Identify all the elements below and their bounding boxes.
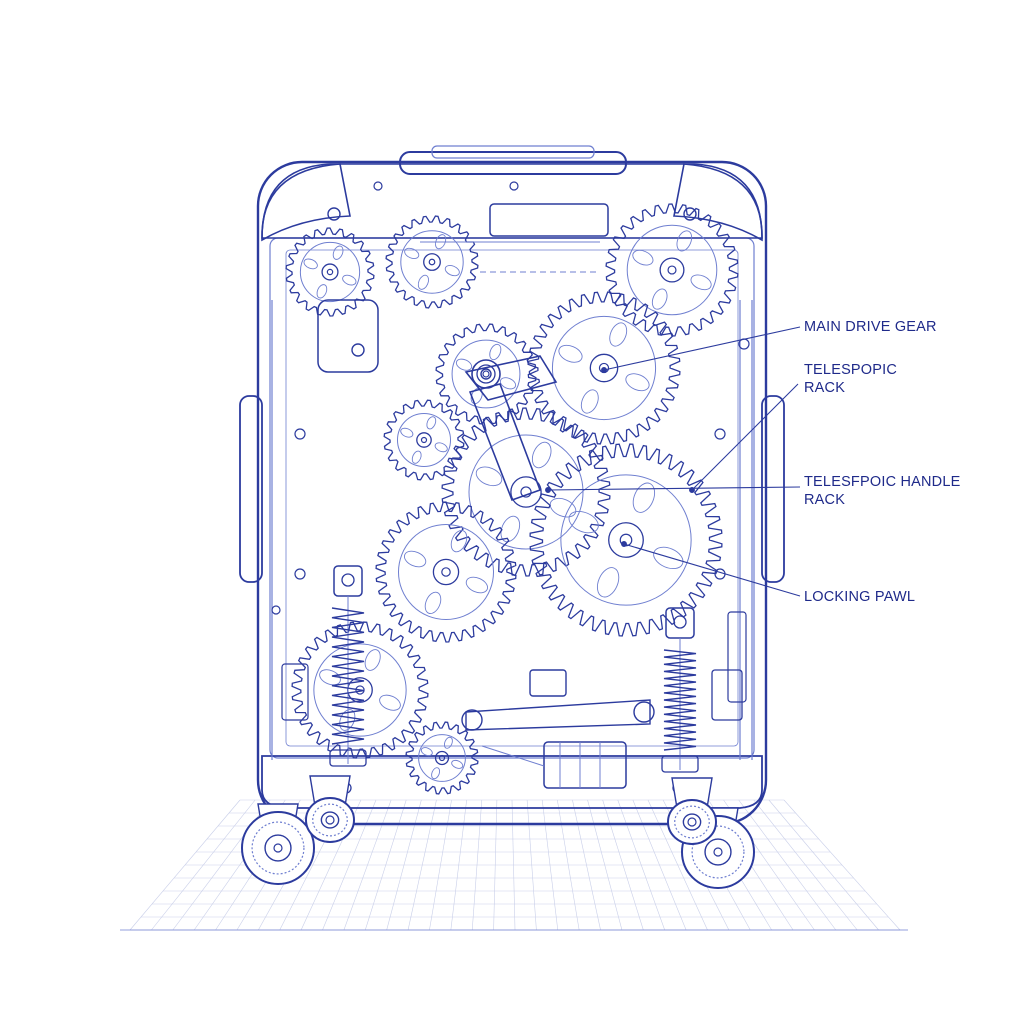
- gear-lower-right: [529, 443, 723, 637]
- corner-cap-top-left: [261, 163, 351, 242]
- caster-wheels: [241, 775, 755, 889]
- shell-body: [256, 160, 768, 826]
- callout-telescopic-rack: TELESPOPIC RACK: [804, 362, 898, 396]
- bottom-bumper: [261, 755, 763, 809]
- side-handle-left: [239, 395, 263, 583]
- leader-main-drive-gear: [603, 326, 801, 371]
- gear-top-right: [605, 203, 739, 337]
- gear-bottom-small: [405, 721, 479, 795]
- bottom-mechanism: [281, 611, 747, 789]
- spring-right: [661, 607, 699, 773]
- callout-main-drive-gear: MAIN DRIVE GEAR: [804, 319, 937, 335]
- floor-grid: [120, 799, 908, 931]
- gear-upper-middle: [435, 323, 537, 425]
- wheel-back-left: [305, 775, 355, 843]
- wheel-back-right: [667, 777, 717, 845]
- gear-bottom-left: [291, 621, 429, 759]
- leader-telescopic-rack: [691, 383, 799, 491]
- suitcase-shell: [239, 145, 785, 826]
- wheel-front-left: [241, 803, 315, 885]
- corner-cap-top-right: [673, 163, 763, 242]
- gear-top-corner-left: [285, 227, 375, 317]
- callout-leaders: [545, 326, 801, 597]
- gear-main-drive: [527, 291, 681, 445]
- callout-locking-pawl: LOCKING PAWL: [804, 589, 916, 605]
- side-handle-right: [761, 395, 785, 583]
- leader-telescopic-handle-rack: [547, 486, 801, 491]
- gear-train: [285, 203, 739, 795]
- gear-left-small: [383, 399, 465, 481]
- linkage-arm: [317, 203, 609, 502]
- gear-center: [441, 407, 611, 577]
- gear-lower-left: [375, 501, 517, 643]
- shock-absorbers: [329, 565, 699, 773]
- leader-locking-pawl: [623, 543, 801, 597]
- spring-left: [329, 565, 367, 767]
- gear-top-left: [385, 215, 479, 309]
- callout-telescopic-handle-rack: TELESFPOIC HANDLE RACK: [804, 474, 961, 508]
